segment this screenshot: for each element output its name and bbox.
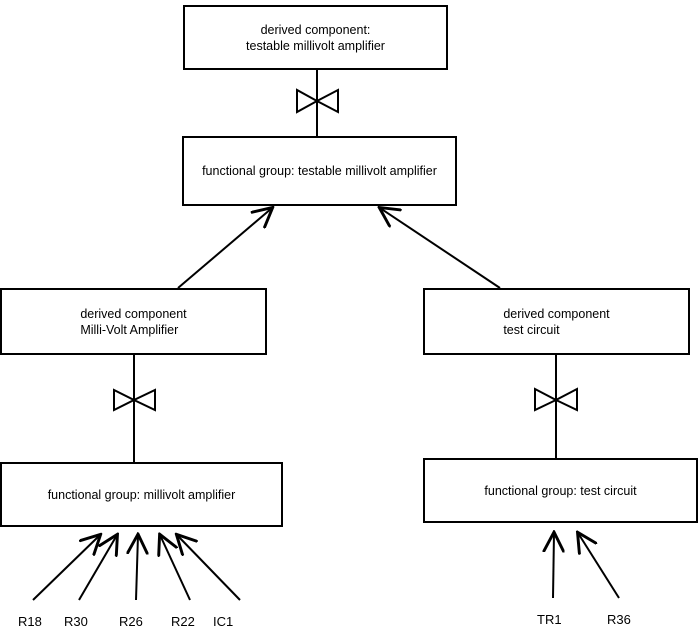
node-right-derived-component-line2: test circuit [503, 322, 560, 337]
node-top-derived-component-line1: derived component: [260, 22, 371, 37]
node-right-functional-group[interactable]: functional group: test circuit [423, 458, 698, 523]
arrow-part-r30 [78, 535, 117, 601]
part-label-ic1: IC1 [213, 614, 234, 629]
node-right-functional-group-text: functional group: test circuit [484, 483, 636, 499]
node-top-functional-group[interactable]: functional group: testable millivolt amp… [182, 136, 457, 206]
node-top-functional-group-text: functional group: testable millivolt amp… [202, 163, 437, 179]
arrow-left-derived-to-functional-group [177, 208, 272, 289]
node-left-derived-component-line1: derived component [80, 306, 187, 321]
arrow-right-derived-to-functional-group [380, 208, 501, 289]
bowtie-valve-symbol-top [296, 88, 339, 114]
node-right-functional-group-line1: functional group: test circuit [484, 483, 637, 498]
node-right-derived-component-line1: derived component [503, 306, 610, 321]
part-label-r30: R30 [64, 614, 88, 629]
node-top-functional-group-line1: functional group: testable millivolt amp… [202, 164, 437, 178]
node-left-functional-group[interactable]: functional group: millivolt amplifier [0, 462, 283, 527]
arrow-part-r22 [160, 535, 191, 601]
node-top-derived-component-line2: testable millivolt amplifier [246, 38, 385, 53]
part-label-tr1: TR1 [537, 612, 562, 627]
arrow-part-r36 [578, 533, 620, 599]
part-label-r22: R22 [171, 614, 195, 629]
bowtie-valve-symbol-right [534, 387, 578, 412]
part-label-r36: R36 [607, 612, 631, 627]
node-top-derived-component[interactable]: derived component:testable millivolt amp… [183, 5, 448, 70]
node-left-functional-group-line1: functional group: millivolt amplifier [47, 487, 236, 502]
node-top-derived-component-text: derived component:testable millivolt amp… [246, 22, 385, 54]
arrow-part-ic1 [177, 535, 241, 601]
node-left-derived-component-line2: Milli-Volt Amplifier [80, 322, 179, 337]
part-label-r26: R26 [119, 614, 143, 629]
bowtie-valve-symbol-left [113, 388, 156, 412]
part-label-r18: R18 [18, 614, 42, 629]
node-left-functional-group-text: functional group: millivolt amplifier [48, 487, 236, 503]
arrow-part-r18 [32, 535, 100, 601]
arrow-part-tr1 [553, 533, 554, 599]
arrow-part-r26 [136, 535, 138, 601]
